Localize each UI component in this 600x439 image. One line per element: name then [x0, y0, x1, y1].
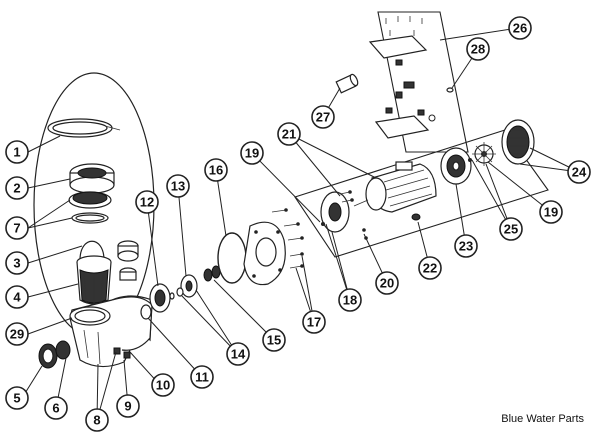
svg-text:8: 8 [93, 413, 100, 428]
controller-frame [377, 11, 469, 153]
label-12: 12 [135, 190, 159, 214]
svg-text:17: 17 [307, 315, 321, 330]
part-26-controller [368, 16, 436, 139]
union-adapter-upper [117, 240, 139, 281]
label-23: 23 [454, 234, 478, 258]
svg-text:18: 18 [343, 293, 357, 308]
watermark-text: Blue Water Parts [501, 413, 584, 425]
label-25: 25 [499, 217, 523, 241]
svg-text:26: 26 [513, 21, 527, 36]
part-13-impeller [169, 274, 198, 300]
part-28-screw [446, 87, 454, 93]
part-21-motor [353, 161, 437, 213]
svg-text:27: 27 [316, 110, 330, 125]
leader-lines [21, 27, 580, 421]
svg-text:3: 3 [13, 256, 20, 271]
label-22: 22 [418, 256, 442, 280]
part-2-lid-ring [69, 163, 115, 194]
svg-text:15: 15 [267, 333, 281, 348]
label-16: 16 [204, 158, 228, 182]
part-1-lid-wrench [47, 118, 121, 138]
svg-text:20: 20 [380, 276, 394, 291]
part-7-lid-oring [68, 191, 112, 224]
label-28: 28 [466, 37, 490, 61]
label-3: 3 [5, 251, 29, 275]
part-25-fan [468, 142, 496, 166]
label-27: 27 [311, 105, 335, 129]
part-27-capacitor [335, 73, 359, 94]
svg-text:25: 25 [504, 222, 518, 237]
svg-text:19: 19 [544, 205, 558, 220]
part-18-motor-front-plate [320, 191, 350, 233]
part-23-rear-end-bell [440, 147, 472, 185]
svg-text:1: 1 [13, 145, 20, 160]
label-26: 26 [508, 16, 532, 40]
bolts-set-20 [339, 190, 368, 240]
svg-text:22: 22 [423, 261, 437, 276]
label-20: 20 [375, 271, 399, 295]
label-7: 7 [5, 216, 29, 240]
label-8: 8 [85, 408, 109, 432]
label-11: 11 [190, 365, 214, 389]
part-17-seal-plate [243, 221, 286, 286]
part-24-fan-cover [501, 119, 535, 165]
part-8-drain-plugs [113, 347, 131, 359]
part-3-basket-handle [79, 240, 105, 261]
svg-text:6: 6 [52, 401, 59, 416]
svg-text:2: 2 [13, 181, 20, 196]
bolts-set-17 [271, 208, 304, 269]
svg-text:28: 28 [471, 42, 485, 57]
label-17: 17 [302, 310, 326, 334]
label-21: 21 [277, 122, 301, 146]
svg-text:16: 16 [209, 163, 223, 178]
part-15-shaft-seal [203, 265, 221, 282]
svg-text:10: 10 [156, 378, 170, 393]
svg-text:19: 19 [245, 146, 259, 161]
label-6: 6 [44, 396, 68, 420]
label-15: 15 [262, 328, 286, 352]
label-10: 10 [151, 373, 175, 397]
label-badges: 1 2 7 3 4 29 5 6 8 9 10 11 12 13 14 15 1… [5, 16, 591, 432]
svg-text:7: 7 [13, 221, 20, 236]
label-24: 24 [567, 160, 591, 184]
label-4: 4 [5, 285, 29, 309]
part-4-strainer-basket [76, 255, 112, 305]
svg-text:11: 11 [195, 370, 209, 385]
label-1: 1 [5, 140, 29, 164]
label-14: 14 [226, 342, 250, 366]
part-11-oring [140, 304, 152, 320]
part-22-bolt [411, 213, 421, 221]
label-18: 18 [338, 288, 362, 312]
svg-text:21: 21 [282, 127, 296, 142]
label-13: 13 [166, 174, 190, 198]
label-5: 5 [5, 386, 29, 410]
svg-text:4: 4 [13, 290, 21, 305]
label-19-right: 19 [539, 200, 563, 224]
label-2: 2 [5, 176, 29, 200]
svg-text:14: 14 [231, 347, 246, 362]
part-12-diffuser [149, 283, 171, 313]
part-16-gasket [217, 232, 247, 284]
label-9: 9 [116, 394, 140, 418]
pump-housing [69, 295, 153, 368]
part-5-union-fitting [38, 340, 71, 369]
label-29: 29 [5, 322, 29, 346]
svg-text:13: 13 [171, 179, 185, 194]
svg-text:23: 23 [459, 239, 473, 254]
label-19-left: 19 [240, 141, 264, 165]
svg-text:12: 12 [140, 195, 154, 210]
svg-text:9: 9 [124, 399, 131, 414]
svg-text:24: 24 [572, 165, 587, 180]
svg-text:5: 5 [13, 391, 20, 406]
svg-text:29: 29 [10, 327, 24, 342]
